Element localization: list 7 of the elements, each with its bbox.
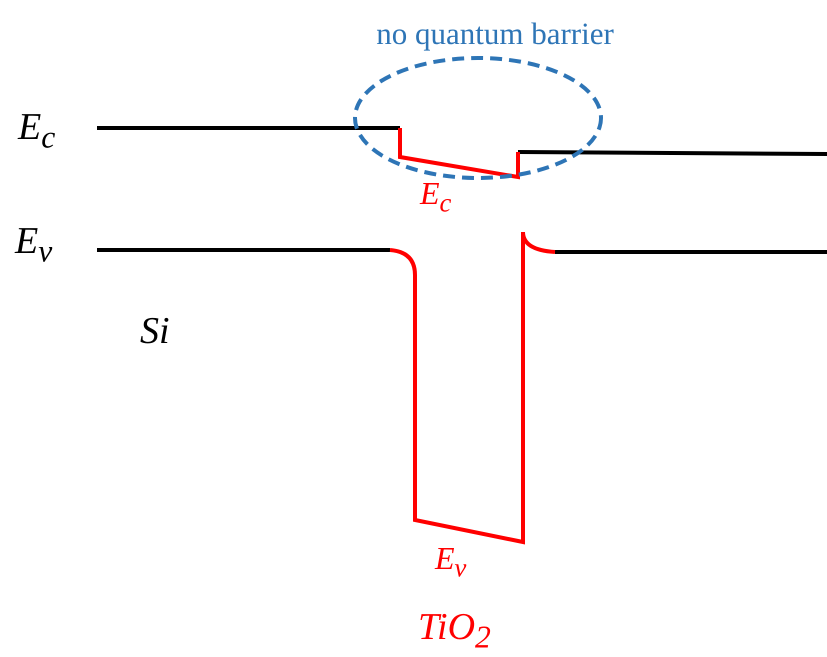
material-label: TiO$_{2}$ xyxy=(418,608,491,654)
band-label: E$_{c}$ xyxy=(420,177,452,216)
band-label: E$_{v}$ xyxy=(15,222,52,268)
band-label: E$_{v}$ xyxy=(435,542,466,582)
band-label: E$_{c}$ xyxy=(18,108,56,154)
material-label: Si xyxy=(140,312,170,350)
annotation-text: no quantum barrier xyxy=(375,18,615,49)
